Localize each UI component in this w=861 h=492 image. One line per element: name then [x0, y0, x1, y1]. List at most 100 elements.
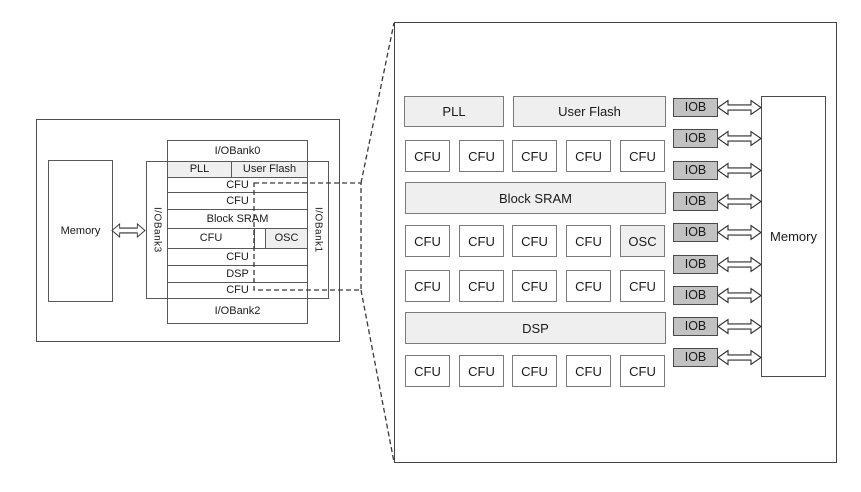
cfu-block: CFU	[512, 225, 557, 257]
user-flash-label: User Flash	[242, 163, 297, 175]
osc-label: OSC	[628, 233, 657, 249]
cfu-label: CFU	[575, 363, 602, 379]
iob-block: IOB	[673, 223, 718, 242]
cfu-label: CFU	[575, 233, 602, 249]
memory-label-right: Memory	[770, 229, 817, 244]
cfu-block: CFU	[459, 225, 504, 257]
cfu-label: CFU	[575, 278, 602, 294]
cfu-label: CFU	[226, 194, 249, 207]
user-flash-cell: User Flash	[232, 162, 307, 177]
iobank1-box: I/OBank1	[307, 161, 329, 299]
iob-block: IOB	[673, 98, 718, 117]
cfu-label: CFU	[414, 278, 441, 294]
cfu-cell: CFU	[168, 229, 255, 248]
cfu-block: CFU	[566, 225, 611, 257]
dsp-cell: DSP	[168, 266, 307, 282]
cfu-label: CFU	[575, 148, 602, 164]
iobank0-label: I/OBank0	[214, 144, 261, 157]
iob-label: IOB	[684, 100, 707, 115]
row-dsp: DSP	[167, 265, 308, 283]
row-cfu-osc: CFU OSC	[167, 228, 308, 249]
cfu-cell: CFU	[168, 193, 307, 209]
cfu-label: CFU	[414, 148, 441, 164]
memory-label-left: Memory	[60, 224, 101, 237]
iobank2-box: I/OBank2	[167, 298, 308, 324]
iob-label: IOB	[684, 350, 707, 365]
cfu-block: CFU	[405, 225, 450, 257]
cfu-cell: CFU	[168, 249, 307, 265]
osc-cell: OSC	[265, 229, 307, 248]
cfu-label: CFU	[414, 363, 441, 379]
cfu-label: CFU	[468, 233, 495, 249]
iob-label: IOB	[684, 163, 707, 178]
cfu-block: CFU	[459, 355, 504, 387]
cfu-block: CFU	[566, 140, 611, 172]
cfu-label: CFU	[521, 278, 548, 294]
iob-label: IOB	[684, 319, 707, 334]
dsp-block: DSP	[405, 312, 666, 344]
core-row-stack: PLL User Flash CFU CFU Block SRAM CFU	[167, 161, 308, 299]
iob-block: IOB	[673, 192, 718, 211]
osc-label: OSC	[274, 232, 299, 244]
pll-label: PLL	[442, 104, 466, 119]
block-sram-cell: Block SRAM	[168, 210, 307, 228]
zoom-callout-line-top	[360, 22, 395, 184]
cfu-block: CFU	[459, 140, 504, 172]
cfu-label: CFU	[414, 233, 441, 249]
cfu-block: CFU	[405, 270, 450, 302]
row-cfu-3: CFU	[167, 248, 308, 266]
dsp-label: DSP	[226, 267, 249, 280]
iobank3-box: I/OBank3	[146, 161, 168, 299]
cfu-block: CFU	[459, 270, 504, 302]
cfu-block: CFU	[566, 270, 611, 302]
cfu-label: CFU	[226, 178, 249, 191]
cfu-block: CFU	[512, 140, 557, 172]
cfu-label: CFU	[521, 233, 548, 249]
cfu-label: CFU	[468, 148, 495, 164]
iob-block: IOB	[673, 161, 718, 180]
cfu-label: CFU	[521, 363, 548, 379]
row-cfu-1: CFU	[167, 177, 308, 193]
osc-block: OSC	[620, 225, 665, 257]
cfu-block: CFU	[620, 140, 665, 172]
memory-box-right: Memory	[761, 96, 826, 377]
row-pll-userflash: PLL User Flash	[167, 161, 308, 178]
cfu-label: CFU	[468, 278, 495, 294]
block-sram-label: Block SRAM	[206, 212, 269, 225]
iob-block: IOB	[673, 286, 718, 305]
pll-block: PLL	[404, 96, 504, 127]
memory-box-left: Memory	[48, 160, 113, 302]
cfu-block: CFU	[512, 270, 557, 302]
row-cfu-4: CFU	[167, 282, 308, 299]
cfu-label: CFU	[629, 363, 656, 379]
pll-label: PLL	[189, 163, 210, 175]
cfu-label: CFU	[199, 232, 223, 244]
iob-label: IOB	[684, 225, 707, 240]
cfu-label: CFU	[468, 363, 495, 379]
dsp-label: DSP	[522, 320, 549, 336]
user-flash-label: User Flash	[558, 104, 621, 119]
iob-block: IOB	[673, 317, 718, 336]
pll-cell: PLL	[168, 162, 232, 177]
cfu-cell: CFU	[168, 178, 307, 192]
iobank1-label: I/OBank1	[312, 207, 324, 253]
cfu-label: CFU	[226, 250, 249, 263]
iob-label: IOB	[684, 288, 707, 303]
cfu-block: CFU	[512, 355, 557, 387]
iob-block: IOB	[673, 255, 718, 274]
zoom-callout-line-bottom	[360, 289, 395, 463]
cfu-block: CFU	[620, 355, 665, 387]
cfu-label: CFU	[629, 148, 656, 164]
iobank3-label: I/OBank3	[151, 207, 163, 253]
iob-label: IOB	[684, 131, 707, 146]
iob-label: IOB	[684, 194, 707, 209]
cfu-block: CFU	[620, 270, 665, 302]
cfu-cell: CFU	[168, 283, 307, 298]
cfu-block: CFU	[566, 355, 611, 387]
iobank0-box: I/OBank0	[167, 140, 308, 162]
iobank2-label: I/OBank2	[214, 304, 261, 317]
user-flash-block: User Flash	[513, 96, 666, 127]
cfu-label: CFU	[521, 148, 548, 164]
zoomed-region-box	[394, 22, 837, 463]
